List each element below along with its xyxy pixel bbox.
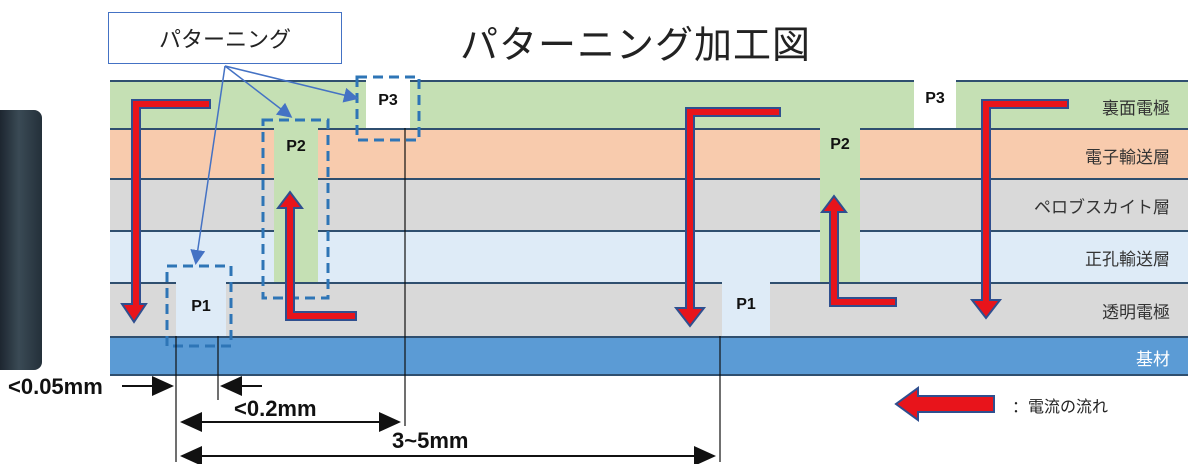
label-back-electrode: 裏面電極: [1102, 99, 1170, 119]
p1-dashed-box: [165, 264, 233, 348]
diagram-title: パターニング加工図: [460, 23, 812, 67]
p3-cut-left: [366, 80, 410, 128]
dim-label-35: 3~5mm: [392, 428, 469, 453]
label-transparent-electrode: 透明電極: [1102, 303, 1170, 323]
label-hole-transport: 正孔輸送層: [1085, 250, 1170, 270]
p1-cut-right: [722, 282, 770, 336]
device-photo: [0, 110, 42, 370]
p3-label-left: P3: [378, 92, 398, 109]
p3-cut-right: [914, 80, 956, 128]
current-arrow-left-down: [120, 99, 211, 324]
p3-label-right: P3: [925, 90, 945, 107]
current-arrow-left-up: [276, 190, 357, 321]
p2-label-right: P2: [830, 136, 850, 153]
p2-dashed-box: [261, 118, 330, 300]
layer-substrate: [110, 336, 1188, 376]
p1-cut-left: [176, 282, 226, 336]
legend-current-flow: ：電流の流れ: [1012, 397, 1109, 416]
legend-arrow-icon: [894, 386, 995, 422]
callout-line-p2: [224, 65, 293, 118]
dim-label-02: <0.2mm: [234, 396, 317, 421]
dim-label-005: <0.05mm: [8, 374, 103, 399]
current-arrow-right-down: [969, 99, 1069, 320]
p2-label-left: P2: [286, 138, 306, 155]
current-arrow-mid-down: [673, 107, 781, 328]
p1-label-left: P1: [191, 298, 211, 315]
current-arrow-right-up: [820, 194, 897, 307]
label-perovskite: ペロブスカイト層: [1034, 198, 1170, 218]
p1-label-right: P1: [736, 296, 756, 313]
label-electron-transport: 電子輸送層: [1085, 148, 1170, 168]
callout-line-p1: [190, 65, 226, 265]
callout-line-p3: [224, 65, 359, 103]
patterning-callout: パターニング: [108, 12, 342, 64]
label-substrate: 基材: [1136, 350, 1170, 370]
